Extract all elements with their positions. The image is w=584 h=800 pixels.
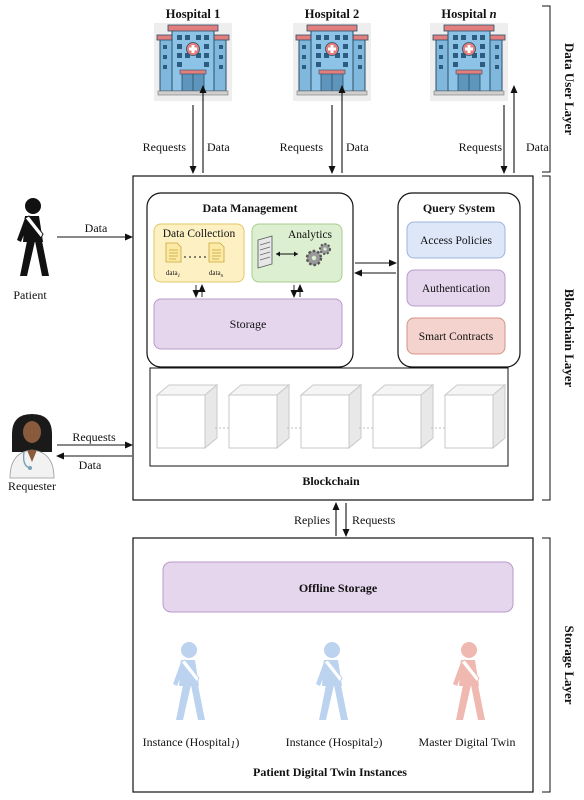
data-user-layer-label: Data User Layer [562,43,577,135]
hospital-2-data-label: Data [346,140,369,154]
data-collection-label: Data Collection [163,228,236,240]
middle-links [332,502,350,537]
authentication-box [406,269,506,307]
twin-instance-1-icon [173,642,205,720]
storage-layer-label: Storage Layer [562,625,577,704]
block [444,384,506,449]
blockchain-layer-label: Blockchain Layer [562,289,577,388]
requester-data-label: Data [79,458,102,472]
requester-links [56,441,133,460]
data-last-label: datan [209,269,224,279]
hospital-n-data-label: Data [526,140,549,154]
blockchain-layer-box [132,175,534,501]
hospital-1-icon [153,22,233,102]
master-twin-icon [453,642,485,720]
requester: Requester [8,414,56,493]
blockchain-blocks [156,384,506,449]
layer-brackets [542,5,551,793]
hospital-1-data-label: Data [207,140,230,154]
master-twin-label: Master Digital Twin [419,735,516,749]
block [372,384,434,449]
instance-1-label: Instance (Hospital1) [143,735,240,751]
offline-storage-box [162,561,514,613]
dm-query-links [354,259,397,277]
analytics-label: Analytics [288,229,333,241]
block [156,384,218,449]
data-file-icon [208,242,225,263]
data-collection-box [153,223,245,283]
hospital-2-label: Hospital 2 [305,7,360,21]
hospital-n-label: Hospital n [441,7,496,21]
hospital-2: Hospital 2 [292,7,372,102]
authentication-label: Authentication [422,283,491,295]
patient-data-label: Data [85,221,108,235]
data-management-title: Data Management [203,201,298,215]
hospital-n: Hospital n [429,7,509,102]
smart-contracts-label: Smart Contracts [419,331,494,343]
hospital-n-icon [429,22,509,102]
middle-requests-label: Requests [352,513,396,527]
hospital-1-requests-label: Requests [143,140,187,154]
twin-instances-caption: Patient Digital Twin Instances [253,765,407,779]
hospital-n-requests-label: Requests [459,140,503,154]
offline-storage-label: Offline Storage [299,581,378,595]
storage-box [153,298,343,350]
patient-icon [17,198,49,276]
access-policies-box [406,221,506,259]
hospital-links [189,85,518,174]
replies-label: Replies [294,513,330,527]
twin-instance-2-icon [316,642,348,720]
block [300,384,362,449]
requester-label: Requester [8,479,56,493]
data-first-label: data1 [166,269,180,279]
query-system-title: Query System [423,201,495,215]
instance-2-label: Instance (Hospital2) [286,735,383,751]
hospital-1-label: Hospital 1 [166,7,221,21]
patient: Patient [13,198,49,302]
hospital-2-requests-label: Requests [280,140,324,154]
collection-storage-links [192,284,304,298]
requester-icon [9,414,55,479]
storage-layer-box [132,537,534,793]
block [228,384,290,449]
hospital-2-icon [292,22,372,102]
patient-label: Patient [13,288,47,302]
blockchain-label: Blockchain [302,474,360,488]
smart-contracts-box [406,317,506,355]
storage-label: Storage [230,317,267,331]
analytics-icon [257,235,331,269]
requester-requests-label: Requests [72,430,116,444]
hospital-1: Hospital 1 [153,7,233,102]
access-policies-label: Access Policies [420,235,492,247]
data-file-icon [165,242,182,263]
analytics-box [251,223,343,283]
